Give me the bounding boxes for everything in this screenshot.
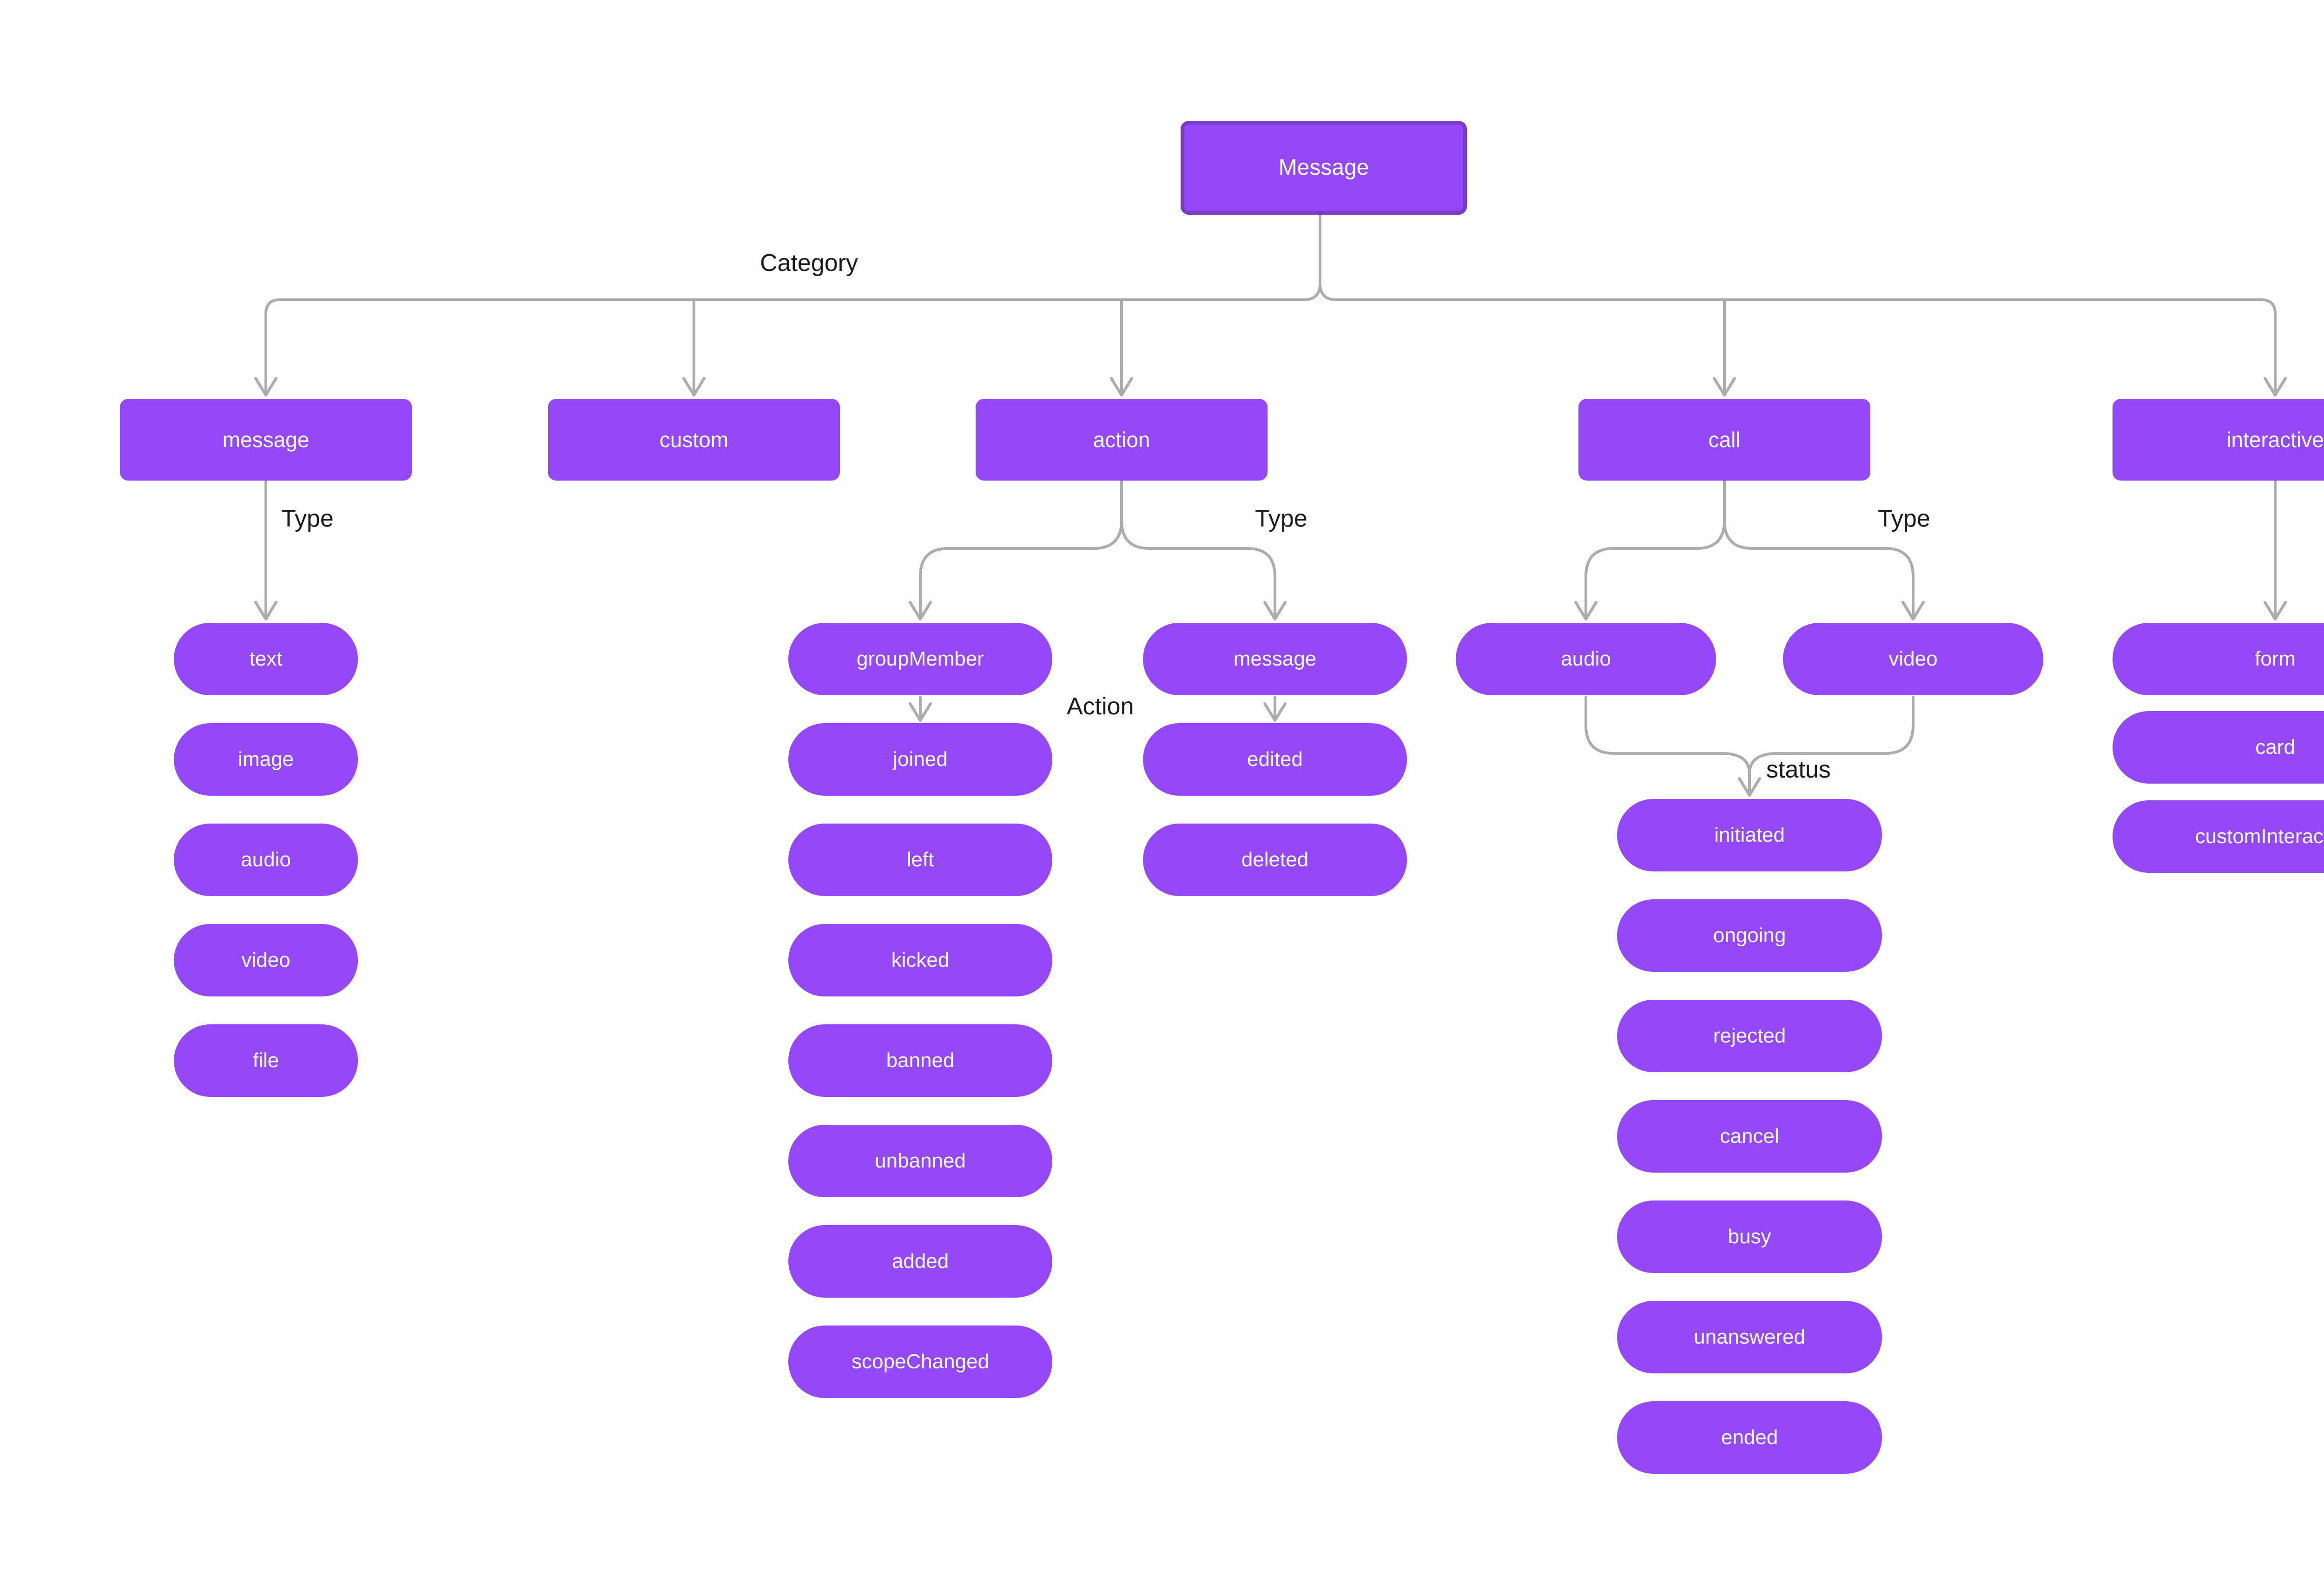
- call-fork-left: [1585, 519, 1726, 620]
- node-action-added: added: [788, 1225, 1052, 1298]
- arrowhead-message: [254, 377, 277, 396]
- merge-from-audio: [1585, 696, 1751, 775]
- trunk-right-connector: [1319, 282, 2277, 396]
- node-root-message: Message: [1181, 121, 1467, 215]
- node-status-initiated: initiated: [1617, 799, 1882, 871]
- node-status-ended: ended: [1617, 1401, 1882, 1474]
- arrowhead-form: [2264, 601, 2287, 620]
- node-status-cancel: cancel: [1617, 1100, 1882, 1173]
- node-interactive-card: card: [2113, 711, 2324, 784]
- arrowhead-joined: [909, 702, 932, 722]
- node-type-audio: audio: [174, 824, 358, 896]
- arrowhead-action: [1110, 377, 1133, 396]
- node-status-ongoing: ongoing: [1617, 899, 1882, 972]
- node-call-audio: audio: [1456, 623, 1716, 695]
- node-status-rejected: rejected: [1617, 1000, 1882, 1072]
- action-fork-right: [1120, 519, 1276, 620]
- arrowhead-group-member: [909, 601, 932, 620]
- group-member-action-connector: [909, 696, 932, 722]
- arrowhead-call: [1713, 377, 1736, 396]
- node-action-banned: banned: [788, 1024, 1052, 1097]
- node-status-busy: busy: [1617, 1200, 1882, 1273]
- edge-label-category: Category: [760, 250, 858, 277]
- message-type-connector: [254, 479, 277, 620]
- edge-label-action: Action: [1067, 693, 1134, 720]
- action-fork-left: [919, 519, 1123, 620]
- node-status-unanswered: unanswered: [1617, 1301, 1882, 1373]
- node-type-action-message: message: [1143, 623, 1407, 695]
- arrowhead-audio: [1574, 601, 1598, 620]
- arrowhead-custom: [682, 377, 706, 396]
- arrowhead-initiated: [1738, 777, 1761, 797]
- call-fork-connector: [1574, 479, 1925, 620]
- edge-label-type-call: Type: [1878, 505, 1930, 532]
- call-fork-right: [1723, 519, 1915, 620]
- node-category-custom: custom: [548, 399, 840, 481]
- edge-label-status: status: [1766, 756, 1831, 783]
- node-category-interactive: interactive: [2113, 399, 2324, 481]
- node-type-text: text: [174, 623, 358, 695]
- arrowhead-interactive: [2264, 377, 2287, 396]
- node-type-image: image: [174, 723, 358, 796]
- node-action-deleted: deleted: [1143, 824, 1407, 896]
- category-distributor-connector: [254, 206, 2287, 396]
- trunk-left-connector: [264, 206, 1321, 396]
- node-category-call: call: [1578, 399, 1870, 481]
- action-fork-connector: [909, 479, 1287, 620]
- arrowhead-edited: [1263, 702, 1287, 722]
- node-category-action: action: [976, 399, 1268, 481]
- node-action-kicked: kicked: [788, 924, 1052, 996]
- node-interactive-custom-interactive: customInteractive: [2113, 800, 2324, 873]
- node-call-video: video: [1783, 623, 2043, 695]
- message-action-connector: [1263, 696, 1287, 722]
- node-type-file: file: [174, 1024, 358, 1097]
- arrowhead-action-message: [1263, 601, 1287, 620]
- node-action-scope-changed: scopeChanged: [788, 1326, 1052, 1398]
- merge-from-video: [1748, 696, 1915, 775]
- node-type-group-member: groupMember: [788, 623, 1052, 695]
- node-category-message: message: [120, 399, 412, 481]
- edge-label-type-action: Type: [1255, 505, 1307, 532]
- node-action-left: left: [788, 824, 1052, 896]
- call-status-merge-connector: [1585, 696, 1915, 797]
- node-interactive-form: form: [2113, 623, 2324, 695]
- node-action-joined: joined: [788, 723, 1052, 796]
- interactive-type-connector: [2264, 479, 2287, 620]
- node-action-edited: edited: [1143, 723, 1407, 796]
- node-type-video: video: [174, 924, 358, 996]
- arrowhead-text: [254, 601, 277, 620]
- arrowhead-video: [1901, 601, 1925, 620]
- edge-label-type-message: Type: [281, 505, 334, 532]
- node-action-unbanned: unbanned: [788, 1125, 1052, 1197]
